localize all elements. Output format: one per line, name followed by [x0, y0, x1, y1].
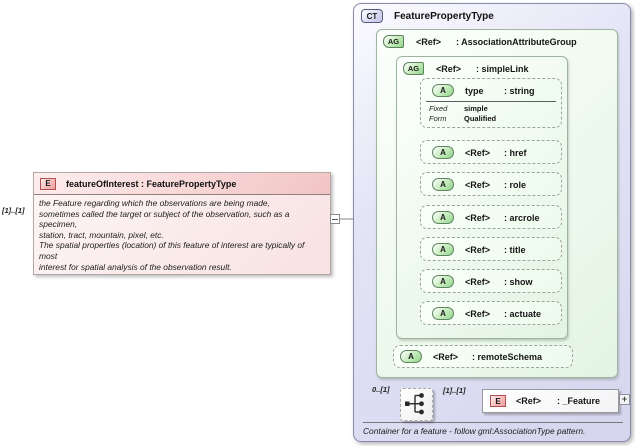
attribute-group-badge: AG — [383, 35, 404, 48]
element-box-feature[interactable]: E <Ref> : _Feature — [482, 389, 619, 413]
element-badge: E — [490, 395, 506, 407]
facet-form-label: Form — [429, 114, 447, 123]
ref-label: <Ref> — [416, 36, 442, 47]
element-title: featureOfInterest : FeaturePropertyType — [66, 178, 237, 189]
attribute-name: : arcrole — [504, 212, 540, 223]
element-header[interactable]: E featureOfInterest : FeaturePropertyTyp… — [34, 173, 330, 195]
attribute-badge: A — [432, 275, 454, 288]
sequence-compositor-icon[interactable] — [400, 388, 433, 421]
attribute-actuate[interactable]: A <Ref> : actuate — [420, 301, 562, 325]
attribute-arcrole[interactable]: A <Ref> : arcrole — [420, 205, 562, 229]
attribute-name: : role — [504, 179, 527, 190]
ref-label: <Ref> — [465, 244, 491, 255]
element-type-name: : _Feature — [557, 396, 601, 406]
ref-label: <Ref> — [465, 147, 491, 158]
attribute-group-simplelink-header: AG <Ref> : simpleLink — [403, 62, 529, 75]
ref-label: <Ref> — [516, 396, 542, 406]
ref-label: <Ref> — [436, 63, 462, 74]
facet-table: Fixed simple Form Qualified — [429, 104, 496, 124]
attribute-type-row: A type : string — [421, 79, 561, 102]
attribute-name: : show — [504, 276, 533, 287]
attribute-badge: A — [432, 178, 454, 191]
attribute-badge: A — [432, 243, 454, 256]
facet-divider — [426, 101, 556, 102]
attribute-group-name: : simpleLink — [476, 63, 529, 74]
collapse-handle-icon[interactable] — [330, 214, 340, 224]
element-badge: E — [40, 177, 56, 190]
sequence-cardinality-label: 0..[1] — [372, 385, 390, 394]
annotation-footer: Container for a feature - follow gml:Ass… — [363, 422, 623, 436]
attribute-badge: A — [400, 350, 422, 363]
element-box-featureOfInterest[interactable]: E featureOfInterest : FeaturePropertyTyp… — [33, 172, 331, 275]
attribute-type[interactable]: A type : string Fixed simple Form Qualif… — [420, 78, 562, 128]
attribute-title[interactable]: A <Ref> : title — [420, 237, 562, 261]
attribute-group-badge: AG — [403, 62, 424, 75]
attribute-remoteschema[interactable]: A <Ref> : remoteSchema — [393, 345, 573, 368]
complex-type-badge: CT — [361, 9, 383, 23]
ref-label: <Ref> — [465, 276, 491, 287]
attribute-badge: A — [432, 146, 454, 159]
attribute-name: : href — [504, 147, 527, 158]
ref-label: <Ref> — [465, 179, 491, 190]
expand-icon[interactable]: + — [619, 394, 630, 405]
facet-fixed-value: simple — [464, 104, 488, 113]
attribute-badge: A — [432, 211, 454, 224]
complex-type-title: FeaturePropertyType — [394, 10, 494, 22]
attribute-show[interactable]: A <Ref> : show — [420, 269, 562, 293]
attribute-name: : remoteSchema — [472, 351, 543, 362]
element-cardinality-label: [1]..[1] — [2, 206, 25, 215]
ref-label: <Ref> — [433, 351, 459, 362]
facet-form-value: Qualified — [464, 114, 497, 123]
facet-fixed-label: Fixed — [429, 104, 448, 113]
attribute-group-association-header: AG <Ref> : AssociationAttributeGroup — [383, 35, 577, 48]
attribute-name: : actuate — [504, 308, 542, 319]
sequence-glyph — [405, 393, 424, 415]
attribute-group-name: : AssociationAttributeGroup — [456, 36, 577, 47]
attribute-name: type — [465, 85, 484, 96]
attribute-name: : title — [504, 244, 526, 255]
ref-label: <Ref> — [465, 212, 491, 223]
feature-cardinality-label: [1]..[1] — [443, 386, 466, 395]
attribute-role[interactable]: A <Ref> : role — [420, 172, 562, 196]
attribute-datatype: : string — [504, 85, 535, 96]
complex-type-header: CT FeaturePropertyType — [361, 9, 494, 23]
element-documentation: the Feature regarding which the observat… — [34, 195, 330, 274]
attribute-badge: A — [432, 307, 454, 320]
attribute-badge: A — [432, 84, 454, 97]
attribute-href[interactable]: A <Ref> : href — [420, 140, 562, 164]
ref-label: <Ref> — [465, 308, 491, 319]
